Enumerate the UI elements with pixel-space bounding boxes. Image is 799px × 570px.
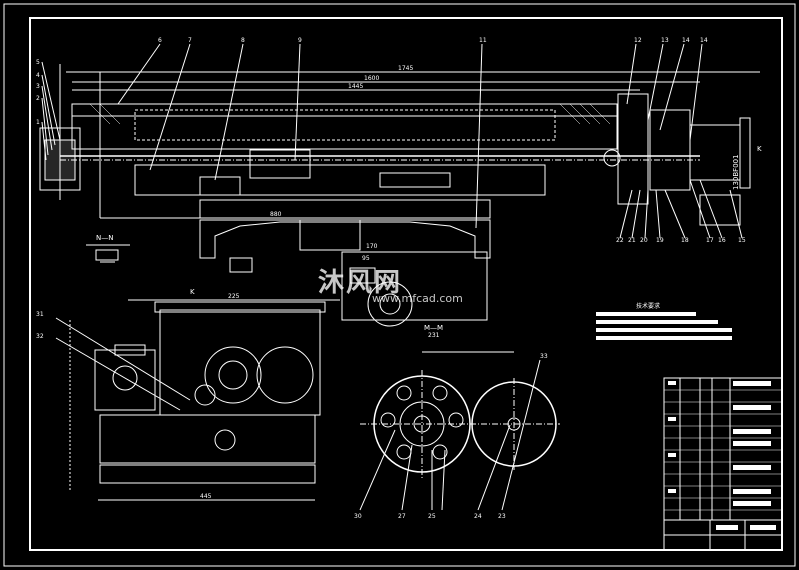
balloon-7: 7 xyxy=(188,37,192,44)
dim-170: 170 xyxy=(366,243,378,250)
dimension-texts: 1745 1600 1445 880 170 95 231 445 225 xyxy=(200,65,440,500)
label-m-m: M—M xyxy=(424,324,443,332)
balloon-32: 32 xyxy=(36,333,44,340)
dim-445: 445 xyxy=(200,493,212,500)
title-block xyxy=(663,377,783,551)
technical-notes xyxy=(596,312,732,340)
balloon-17: 17 xyxy=(706,237,714,244)
balloon-1: 1 xyxy=(36,119,40,126)
section-m-m xyxy=(341,251,488,327)
balloon-23: 23 xyxy=(498,513,506,520)
dim-225: 225 xyxy=(228,293,240,300)
view-k xyxy=(55,299,340,501)
balloon-25: 25 xyxy=(428,513,436,520)
balloon-18: 18 xyxy=(681,237,689,244)
balloon-3: 3 xyxy=(36,83,40,90)
balloon-8: 8 xyxy=(241,37,245,44)
label-k-arrow: K xyxy=(757,145,762,153)
balloon-5: 5 xyxy=(36,59,40,66)
balloon-16: 16 xyxy=(718,237,726,244)
dim-231: 231 xyxy=(428,332,440,339)
balloon-14b: 14 xyxy=(700,37,708,44)
section-n-n xyxy=(86,244,130,263)
balloon-6: 6 xyxy=(158,37,162,44)
balloon-20: 20 xyxy=(640,237,648,244)
balloon-2: 2 xyxy=(36,95,40,102)
inner-frame xyxy=(29,17,783,551)
balloon-27: 27 xyxy=(398,513,406,520)
dim-1600: 1600 xyxy=(364,75,379,82)
dim-1445: 1445 xyxy=(348,83,363,90)
balloon-21: 21 xyxy=(628,237,636,244)
gear-view xyxy=(359,351,560,511)
watermark-brand: 沐风网 xyxy=(318,268,403,298)
balloon-22: 22 xyxy=(616,237,624,244)
label-k-view: K xyxy=(190,288,195,296)
dim-880: 880 xyxy=(270,211,282,218)
outer-frame xyxy=(3,3,796,567)
balloon-33: 33 xyxy=(540,353,548,360)
section-label-texts: N—N M—M K K xyxy=(96,145,762,332)
label-n-n: N—N xyxy=(96,234,113,242)
notes-title: 技术要求 xyxy=(636,302,660,310)
balloon-9: 9 xyxy=(298,37,302,44)
balloon-12: 12 xyxy=(634,37,642,44)
balloon-15: 15 xyxy=(738,237,746,244)
main-assembly-view xyxy=(39,43,760,273)
balloon-30: 30 xyxy=(354,513,362,520)
balloon-4: 4 xyxy=(36,72,40,79)
balloon-24: 24 xyxy=(474,513,482,520)
balloon-numbers: 6 7 8 9 11 12 13 14 14 5 4 3 2 1 22 21 2… xyxy=(36,37,746,520)
balloon-14: 14 xyxy=(682,37,690,44)
balloon-13: 13 xyxy=(661,37,669,44)
balloon-11: 11 xyxy=(479,37,487,44)
motor-label: 130BF001 xyxy=(732,154,740,190)
balloon-19: 19 xyxy=(656,237,664,244)
watermark-url: www.mfcad.com xyxy=(372,292,463,305)
dim-95: 95 xyxy=(362,255,370,262)
dim-1745: 1745 xyxy=(398,65,413,72)
balloon-31: 31 xyxy=(36,311,44,318)
